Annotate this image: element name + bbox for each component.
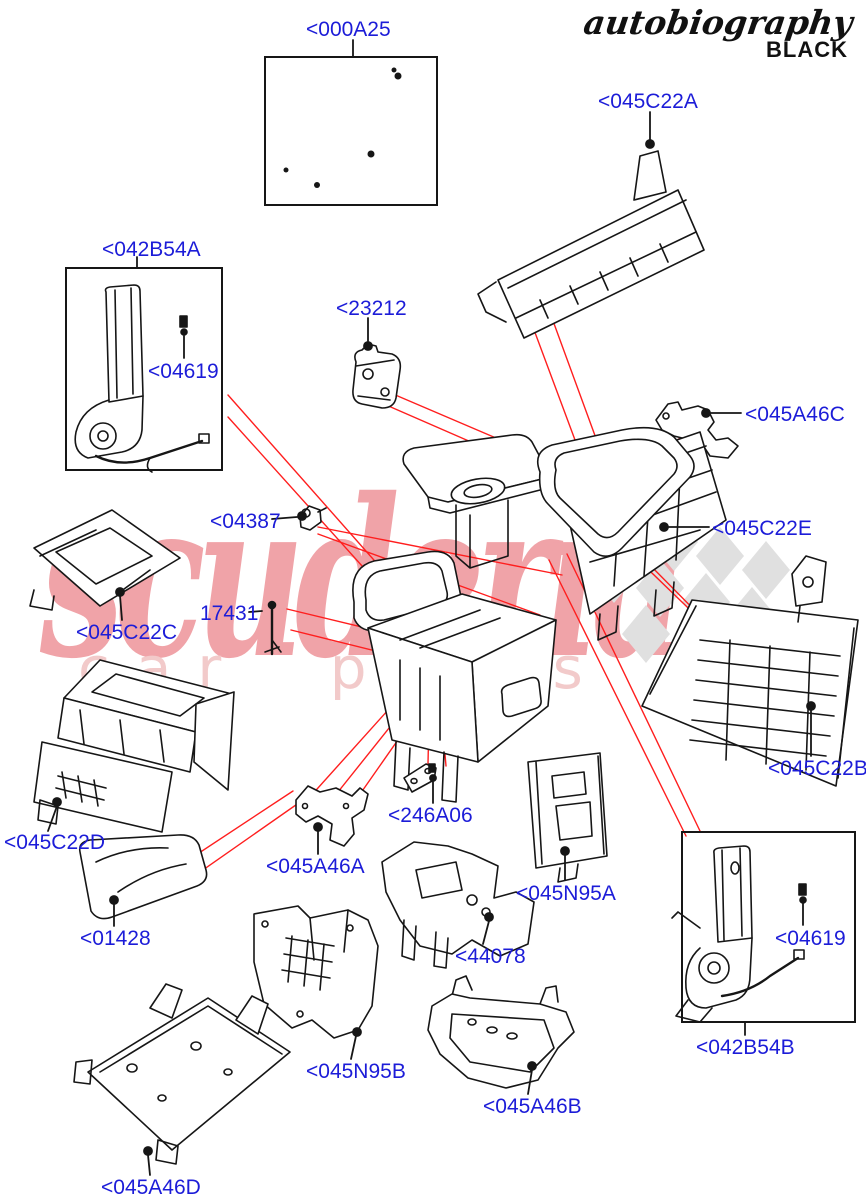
part-label-23212: <23212 (336, 297, 407, 320)
kit-box-042B54B (681, 831, 856, 1023)
part-label-042B54A: <042B54A (102, 238, 201, 261)
part-drawing-045A46A-bracket (295, 785, 369, 847)
part-drawing-045C22E-console (536, 426, 727, 641)
part-drawing-23212 (352, 343, 402, 409)
part-label-045N95A: <045N95A (516, 882, 616, 905)
part-drawing-000A25-fasteners (283, 67, 402, 188)
part-label-045N95B: <045N95B (306, 1060, 406, 1083)
part-label-045A46C: <045A46C (745, 403, 845, 426)
branding-autobiography: autobiography (580, 3, 855, 42)
branding-black: BLACK (766, 37, 848, 62)
part-drawing-045C22C-frame (29, 509, 181, 611)
part-label-04619-left: <04619 (148, 360, 219, 383)
part-label-44078: <44078 (455, 945, 526, 968)
part-drawing-console-tray (402, 433, 549, 569)
part-label-17431: 17431 (200, 602, 259, 625)
part-drawing-045N95A-panel (527, 752, 608, 883)
part-drawing-045A46D-plate (73, 983, 291, 1165)
kit-box-000A25 (264, 56, 438, 206)
part-label-000A25: <000A25 (306, 18, 391, 41)
part-label-042B54B: <042B54B (696, 1036, 795, 1059)
part-label-045C22D: <045C22D (4, 831, 105, 854)
part-drawing-045C22B-panel (641, 555, 859, 787)
part-label-04619-right: <04619 (775, 927, 846, 950)
part-label-045A46A: <045A46A (266, 855, 365, 878)
part-drawing-045C22A (477, 150, 705, 339)
leader-lines (47, 39, 816, 1176)
part-label-04387: <04387 (210, 510, 281, 533)
part-label-045C22E: <045C22E (712, 517, 812, 540)
part-label-045A46D: <045A46D (101, 1176, 201, 1199)
part-label-045C22B: <045C22B (768, 757, 866, 780)
part-drawing-045C22D-assembly (33, 659, 235, 833)
part-drawing-main-console (352, 550, 557, 803)
part-drawing-246A06-bracket (403, 763, 437, 793)
part-label-01428: <01428 (80, 927, 151, 950)
part-label-246A06: <246A06 (388, 804, 473, 827)
part-drawing-04387-clip (299, 505, 327, 531)
part-drawing-44078-bracket (381, 841, 535, 969)
part-label-045A46B: <045A46B (483, 1095, 582, 1118)
part-drawing-17431-pin (264, 600, 282, 656)
part-label-045C22A: <045C22A (598, 90, 698, 113)
part-label-045C22C: <045C22C (76, 621, 177, 644)
part-drawing-042B54A-mechanism (74, 284, 210, 473)
edition-branding: autobiography BLACK (580, 3, 855, 63)
kit-box-042B54A (65, 267, 223, 471)
part-drawing-042B54B-mechanism (671, 845, 807, 1023)
part-drawing-045A46B-bracket (427, 975, 575, 1089)
kit-boxes (65, 56, 856, 1023)
part-drawing-045N95B-bracket (253, 905, 379, 1039)
